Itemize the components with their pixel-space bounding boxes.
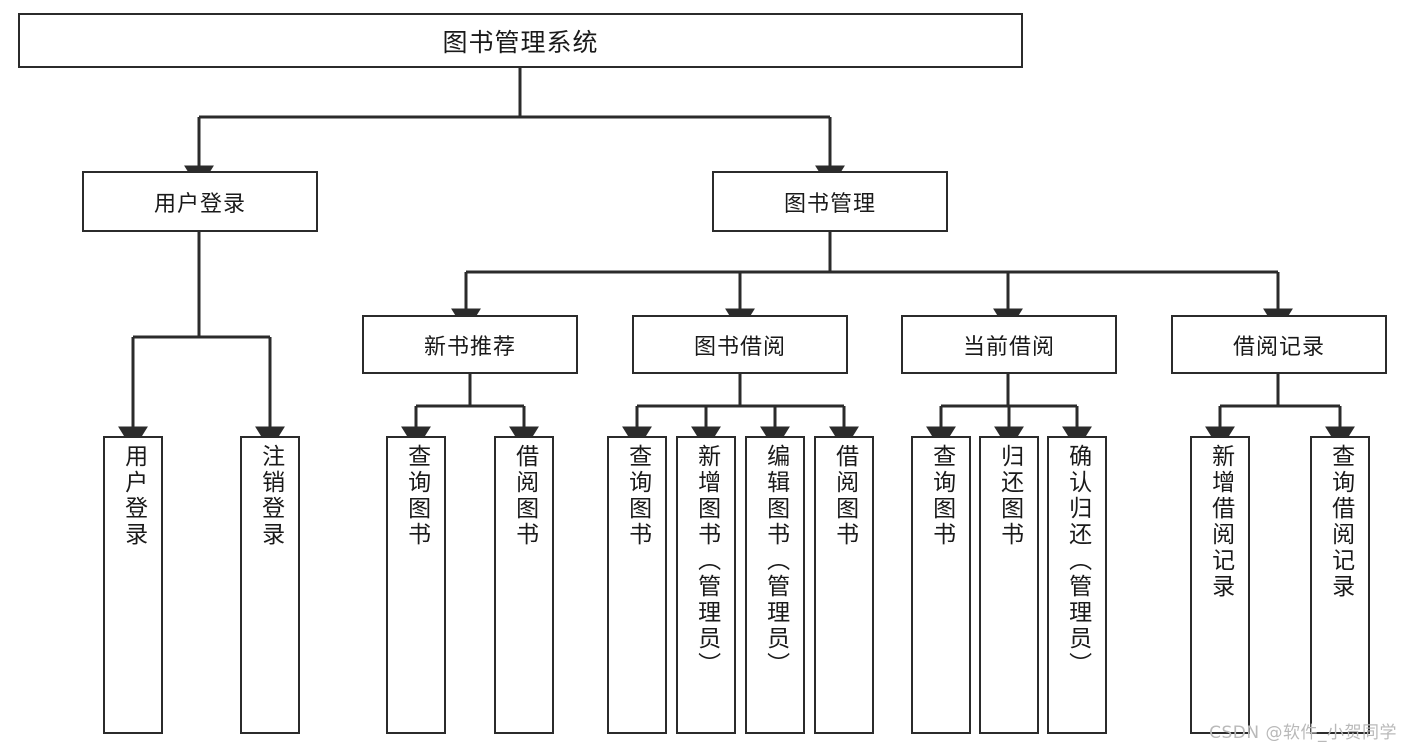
leaf-label: 借阅图书 (511, 444, 538, 548)
node-borrow-record-label: 借阅记录 (1232, 334, 1325, 360)
leaf-label: 查询借阅记录 (1327, 444, 1354, 600)
node-borrow-record[interactable]: 借阅记录 (1171, 315, 1387, 374)
leaf-label: 用户登录 (120, 444, 147, 548)
node-book-manage[interactable]: 图书管理 (712, 171, 948, 232)
leaf-label: 查询图书 (403, 444, 430, 548)
node-user-login[interactable]: 用户登录 (82, 171, 318, 232)
leaf-label: 借阅图书 (831, 444, 858, 548)
leaf-book-borrow-add[interactable]: 新增图书（管理员） (676, 436, 736, 734)
node-root[interactable]: 图书管理系统 (18, 13, 1023, 68)
watermark-text: CSDN @软件_小贺同学 (1209, 723, 1397, 743)
leaf-new-book-borrow[interactable]: 借阅图书 (494, 436, 554, 734)
leaf-book-borrow-edit[interactable]: 编辑图书（管理员） (745, 436, 805, 734)
node-root-label: 图书管理系统 (442, 27, 599, 57)
node-book-borrow[interactable]: 图书借阅 (632, 315, 848, 374)
leaf-current-borrow-confirm-return[interactable]: 确认归还（管理员） (1047, 436, 1107, 734)
node-current-borrow-label: 当前借阅 (962, 334, 1055, 360)
leaf-label: 注销登录 (257, 444, 284, 548)
node-new-book-recommend-label: 新书推荐 (423, 334, 516, 360)
leaf-user-login-login[interactable]: 用户登录 (103, 436, 163, 734)
node-current-borrow[interactable]: 当前借阅 (901, 315, 1117, 374)
leaf-book-borrow-query[interactable]: 查询图书 (607, 436, 667, 734)
node-book-manage-label: 图书管理 (783, 191, 876, 217)
leaf-current-borrow-return[interactable]: 归还图书 (979, 436, 1039, 734)
leaf-user-login-logout[interactable]: 注销登录 (240, 436, 300, 734)
leaf-label: 确认归还（管理员） (1064, 444, 1091, 678)
leaf-borrow-record-query[interactable]: 查询借阅记录 (1310, 436, 1370, 734)
leaf-label: 查询图书 (928, 444, 955, 548)
node-user-login-label: 用户登录 (153, 191, 246, 217)
leaf-borrow-record-add[interactable]: 新增借阅记录 (1190, 436, 1250, 734)
leaf-book-borrow-borrow[interactable]: 借阅图书 (814, 436, 874, 734)
leaf-current-borrow-query[interactable]: 查询图书 (911, 436, 971, 734)
leaf-label: 编辑图书（管理员） (762, 444, 789, 678)
leaf-new-book-query[interactable]: 查询图书 (386, 436, 446, 734)
leaf-label: 归还图书 (996, 444, 1023, 548)
leaf-label: 新增借阅记录 (1207, 444, 1234, 600)
node-book-borrow-label: 图书借阅 (693, 334, 786, 360)
leaf-label: 新增图书（管理员） (693, 444, 720, 678)
leaf-label: 查询图书 (624, 444, 651, 548)
node-new-book-recommend[interactable]: 新书推荐 (362, 315, 578, 374)
